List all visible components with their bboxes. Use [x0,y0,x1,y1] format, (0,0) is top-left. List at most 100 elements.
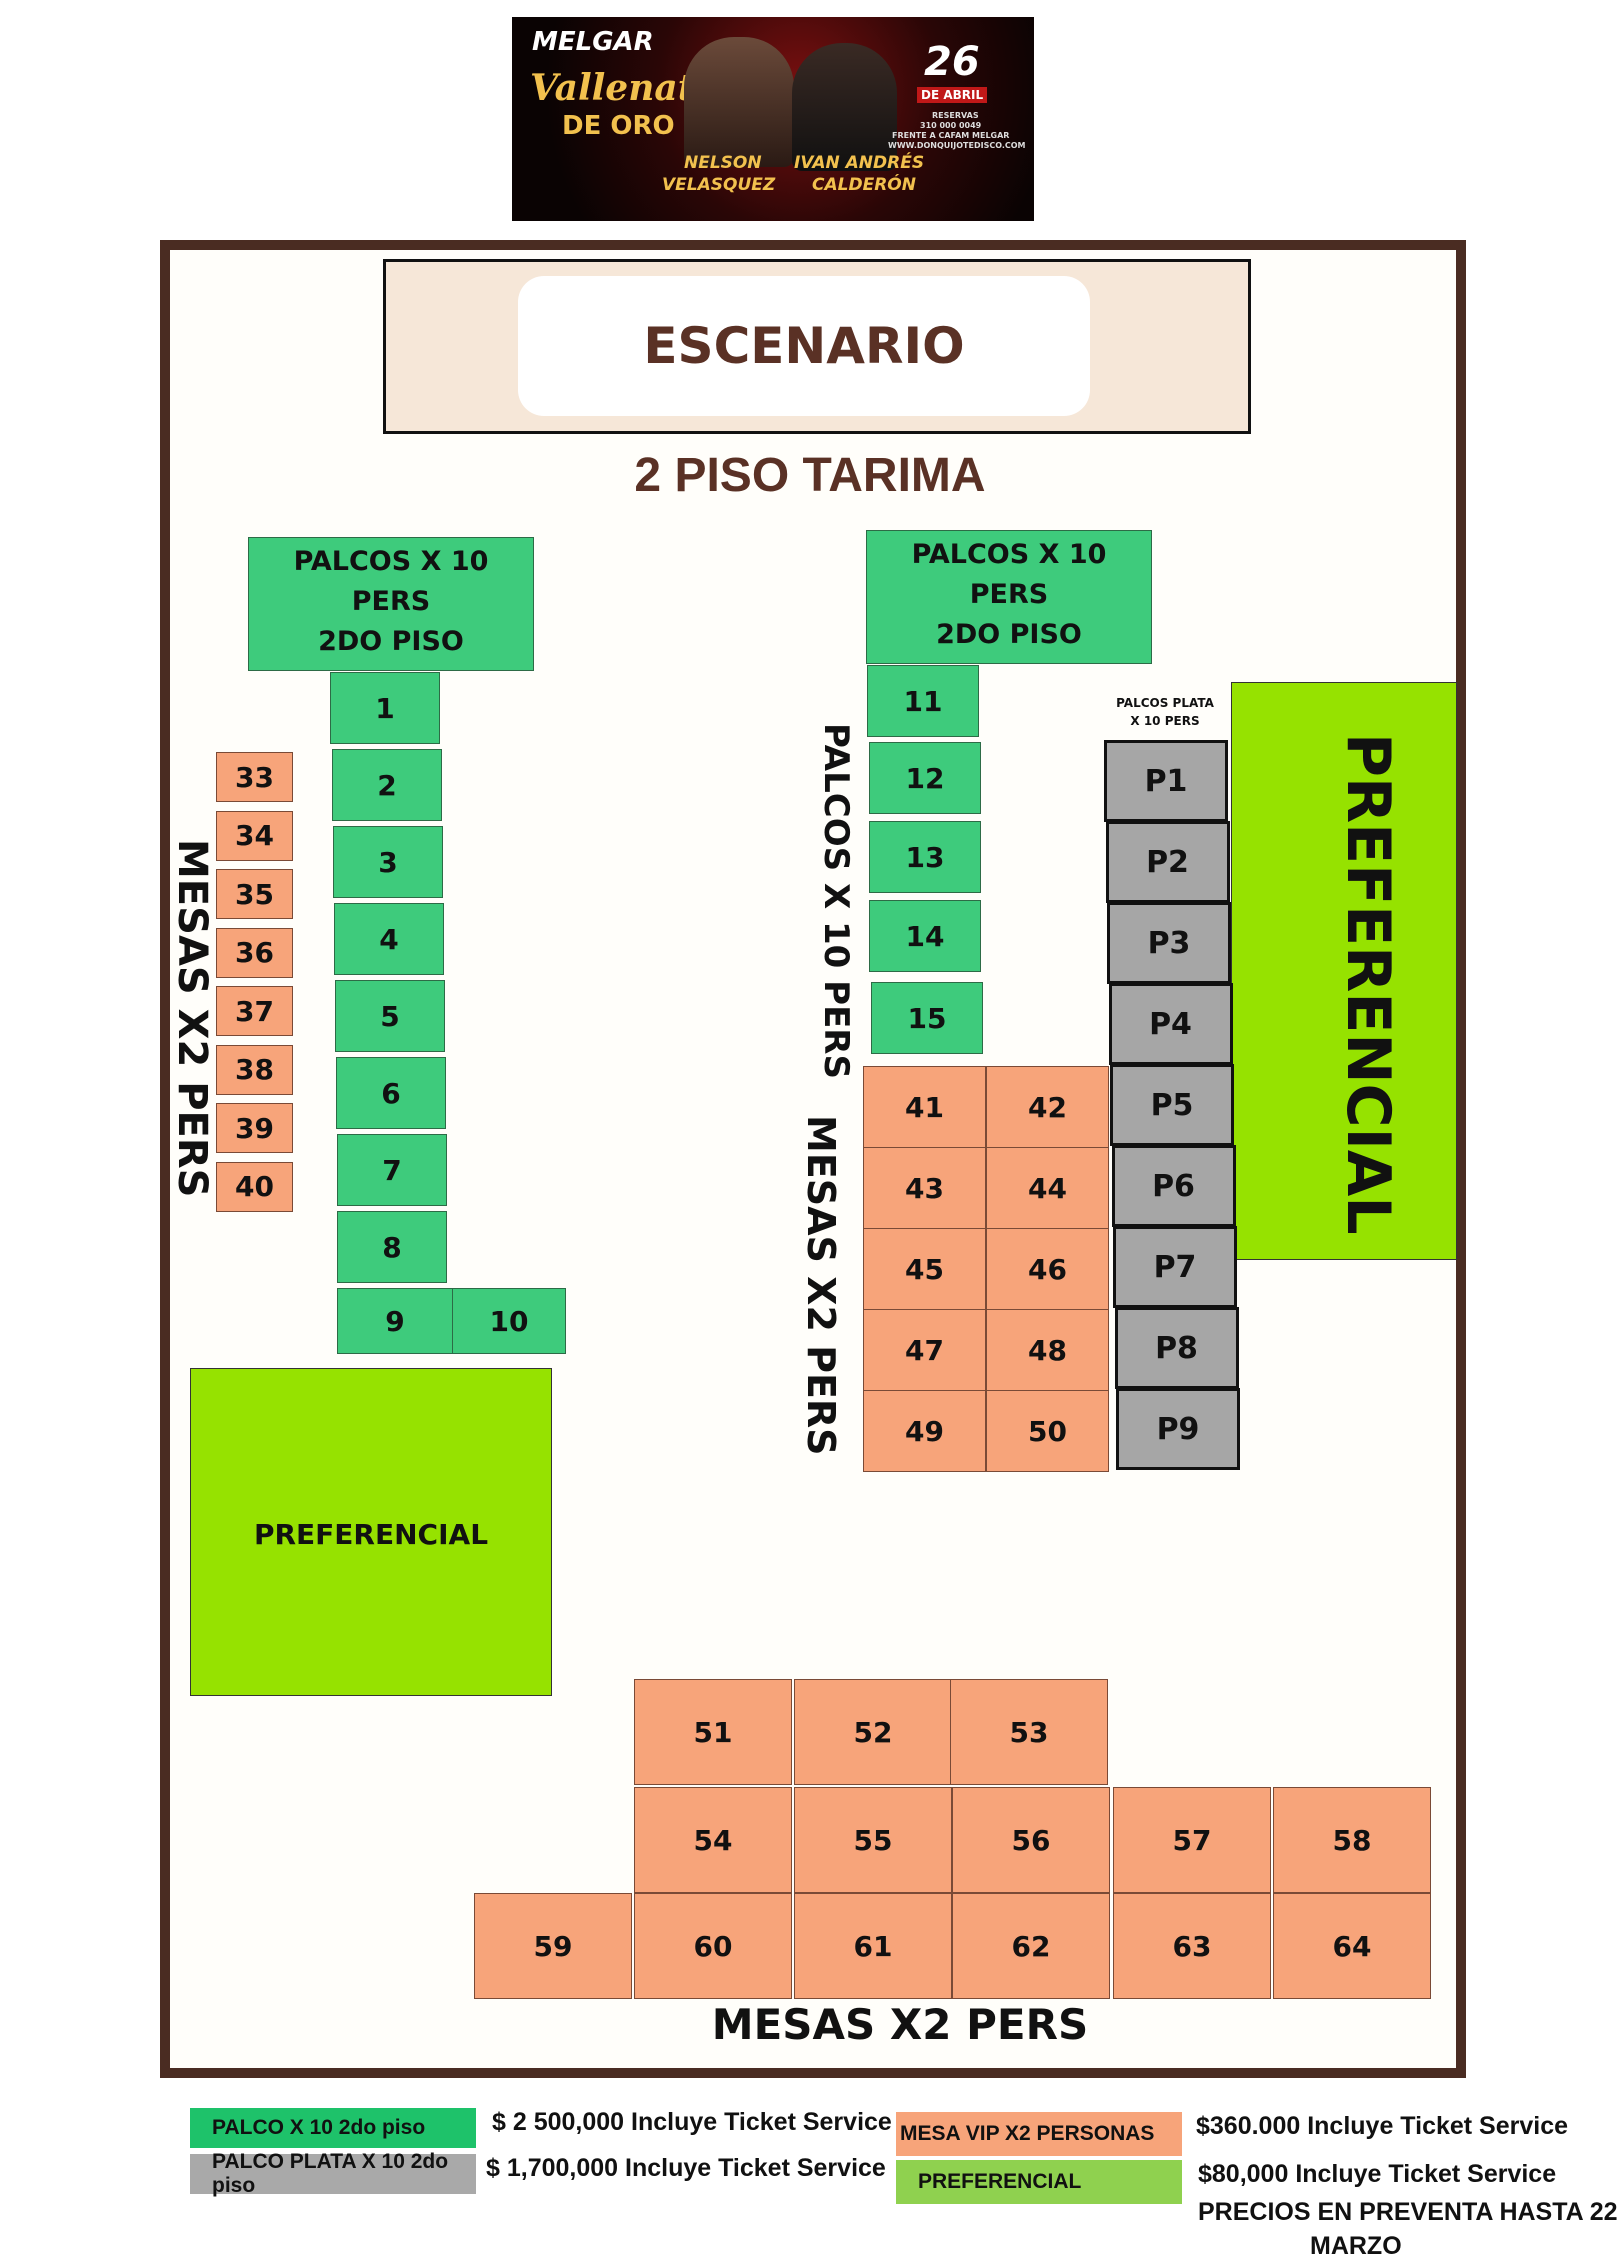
palco-15[interactable]: 15 [871,982,983,1054]
palco-12[interactable]: 12 [869,742,981,814]
stage-label: ESCENARIO [518,276,1090,416]
mesa-50[interactable]: 50 [986,1390,1109,1472]
legend-vip-price: $360.000 Incluye Ticket Service [1196,2112,1569,2140]
palcos-right-header: PALCOS X 10 PERS 2DO PISO [866,530,1152,664]
banner-info-1: RESERVAS [932,111,979,120]
palco-plata-3[interactable]: P3 [1107,902,1231,984]
palcos-plata-header-line1: PALCOS PLATA [1116,696,1214,710]
palcos-left-header-line1: PALCOS X 10 [293,546,489,577]
mesa-64[interactable]: 64 [1273,1893,1431,1999]
palco-14[interactable]: 14 [869,900,981,972]
palco-3[interactable]: 3 [333,826,443,898]
palcos-left-header-line3: 2DO PISO [318,626,464,657]
mesa-54[interactable]: 54 [634,1787,792,1893]
mesa-42[interactable]: 42 [986,1066,1109,1148]
banner-title-line2: DE ORO [562,111,675,141]
palcos-plata-header-line2: X 10 PERS [1130,714,1200,728]
mesa-56[interactable]: 56 [952,1787,1110,1893]
mesa-61[interactable]: 61 [794,1893,952,1999]
palco-5[interactable]: 5 [335,980,445,1052]
mesa-35[interactable]: 35 [216,869,293,919]
palco-10[interactable]: 10 [452,1288,566,1354]
mesa-52[interactable]: 52 [794,1679,952,1785]
legend-palco-price: $ 2 500,000 Incluye Ticket Service [492,2108,892,2136]
palco-plata-6[interactable]: P6 [1111,1145,1236,1227]
mesa-48[interactable]: 48 [986,1309,1109,1391]
legend-vip-swatch: MESA VIP X2 PERSONAS [896,2112,1182,2156]
banner-brand: MELGAR [532,27,654,57]
right-preferencial-label: PREFERENCIAL [1333,733,1403,1235]
banner-artist1-line2: VELASQUEZ [662,175,776,195]
palcos-right-header-line2: PERS [969,579,1049,610]
palco-11[interactable]: 11 [867,665,979,737]
mesa-33[interactable]: 33 [216,752,293,802]
palco-1[interactable]: 1 [330,672,440,744]
legend-pref-label: PREFERENCIAL [918,2170,1082,2193]
palco-8[interactable]: 8 [337,1211,447,1283]
banner-date-month: DE ABRIL [917,87,988,103]
legend-plata-label: PALCO PLATA X 10 2do piso [212,2150,449,2197]
palcos-left-header-line2: PERS [351,586,431,617]
mesa-58[interactable]: 58 [1273,1787,1431,1893]
palcos-right-header-line1: PALCOS X 10 [911,539,1107,570]
mesa-37[interactable]: 37 [216,986,293,1036]
palco-plata-9[interactable]: P9 [1116,1388,1240,1470]
artist-photo-right [792,43,897,171]
mesa-59[interactable]: 59 [474,1893,632,1999]
banner-info-4: WWW.DONQUIJOTEDISCO.COM [888,141,1026,150]
mesa-62[interactable]: 62 [952,1893,1110,1999]
palco-6[interactable]: 6 [336,1057,446,1129]
mesa-55[interactable]: 55 [794,1787,952,1893]
palco-plata-1[interactable]: P1 [1104,740,1228,822]
mesa-60[interactable]: 60 [634,1893,792,1999]
banner-artist1-line1: NELSON [684,153,762,173]
mesa-39[interactable]: 39 [216,1103,293,1153]
legend-presale-line1: PRECIOS EN PREVENTA HASTA 22 [1198,2198,1618,2226]
preferencial-right-area[interactable] [1231,682,1457,1260]
mesa-44[interactable]: 44 [986,1147,1109,1229]
palcos-left-header: PALCOS X 10 PERS 2DO PISO [248,537,534,671]
preferencial-left-area[interactable] [190,1368,552,1696]
mesa-53[interactable]: 53 [950,1679,1108,1785]
palcos-plata-header: PALCOS PLATA X 10 PERS [1095,694,1235,730]
artist-photo-left [684,37,794,167]
banner-info-3: FRENTE A CAFAM MELGAR [892,131,1010,140]
mesa-51[interactable]: 51 [634,1679,792,1785]
bottom-mesas-label: MESAS X2 PERS [711,2000,1089,2049]
event-banner: MELGAR Vallenatos DE ORO 26 DE ABRIL RES… [512,17,1034,221]
mesa-41[interactable]: 41 [863,1066,986,1148]
palco-plata-2[interactable]: P2 [1105,821,1230,903]
palco-13[interactable]: 13 [869,821,981,893]
mesa-63[interactable]: 63 [1113,1893,1271,1999]
mesa-46[interactable]: 46 [986,1228,1109,1310]
mesa-40[interactable]: 40 [216,1161,293,1212]
mesa-45[interactable]: 45 [863,1228,986,1310]
mesa-57[interactable]: 57 [1113,1787,1271,1893]
palco-plata-7[interactable]: P7 [1113,1226,1237,1308]
palco-plata-4[interactable]: P4 [1108,983,1233,1065]
mesa-47[interactable]: 47 [863,1309,986,1391]
preferencial-left-label: PREFERENCIAL [253,1518,489,1551]
palco-4[interactable]: 4 [334,903,444,975]
mesa-34[interactable]: 34 [216,810,293,861]
banner-artist2-line1: IVAN ANDRÉS [794,153,925,173]
palco-plata-8[interactable]: P8 [1114,1307,1239,1389]
center-palcos-label: PALCOS X 10 PERS [816,723,856,1079]
legend-plata-price: $ 1,700,000 Incluye Ticket Service [486,2154,886,2182]
legend-palco-swatch: PALCO X 10 2do piso [190,2108,476,2148]
mesa-36[interactable]: 36 [216,927,293,978]
mesa-43[interactable]: 43 [863,1147,986,1229]
banner-date-day: 26 [924,39,980,85]
legend-pref-price: $80,000 Incluye Ticket Service [1198,2160,1557,2188]
left-mesas-label: MESAS X2 PERS [169,839,215,1198]
mesa-49[interactable]: 49 [863,1390,986,1472]
palcos-right-header-line3: 2DO PISO [936,619,1082,650]
level-label: 2 PISO TARIMA [634,449,986,502]
legend-vip-label: MESA VIP X2 PERSONAS [900,2122,1155,2145]
palco-9[interactable]: 9 [337,1288,453,1354]
mesa-38[interactable]: 38 [216,1044,293,1095]
palco-plata-5[interactable]: P5 [1110,1064,1234,1146]
palco-7[interactable]: 7 [337,1134,447,1206]
palco-2[interactable]: 2 [332,749,442,821]
center-mesas-label: MESAS X2 PERS [799,1115,843,1456]
